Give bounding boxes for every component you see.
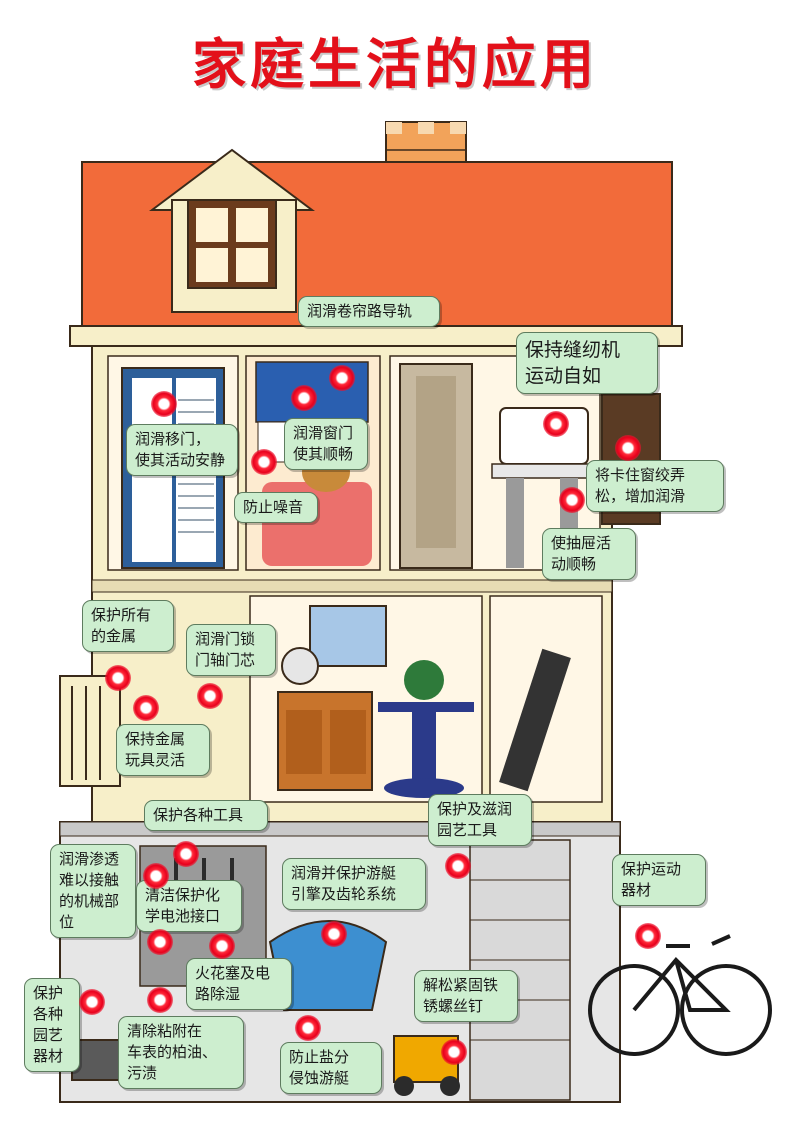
clock <box>281 647 319 685</box>
callout-roller-blind: 润滑卷帘路导轨 <box>298 296 440 327</box>
boat <box>268 920 388 1011</box>
marker-door-lock[interactable] <box>197 683 223 709</box>
marker-roller-blind[interactable] <box>329 365 355 391</box>
callout-spark-plug: 火花塞及电 路除湿 <box>186 958 292 1010</box>
marker-spark-plug[interactable] <box>209 933 235 959</box>
callout-sewing-machine: 保持缝纫机 运动自如 <box>516 332 658 394</box>
bicycle <box>588 934 772 1056</box>
marker-window[interactable] <box>291 385 317 411</box>
marker-garden-tools[interactable] <box>445 853 471 879</box>
marker-sports[interactable] <box>635 923 661 949</box>
callout-door-lock: 润滑门锁 门轴门芯 <box>186 624 276 676</box>
marker-protect-metal[interactable] <box>105 665 131 691</box>
callout-drawer: 使抽屉活 动顺畅 <box>542 528 636 580</box>
callout-sliding-door: 润滑移门， 使其活动安静 <box>126 424 238 476</box>
callout-salt: 防止盐分 侵蚀游艇 <box>280 1042 382 1094</box>
marker-garden-equipment[interactable] <box>79 989 105 1015</box>
callout-stuck-window: 将卡住窗绞弄 松，增加润滑 <box>586 460 724 512</box>
marker-battery[interactable] <box>147 929 173 955</box>
callout-tools: 保护各种工具 <box>144 800 268 831</box>
callout-window: 润滑窗门 使其顺畅 <box>284 418 368 470</box>
callout-rusty-bolts: 解松紧固铁 锈螺丝钉 <box>414 970 518 1022</box>
marker-metal-toys[interactable] <box>133 695 159 721</box>
callout-boat-engine: 润滑并保护游艇 引擎及齿轮系统 <box>282 858 426 910</box>
callout-noise: 防止噪音 <box>234 492 318 523</box>
page-title: 家庭生活的应用 <box>192 33 598 96</box>
callout-metal-toys: 保持金属 玩具灵活 <box>116 724 210 776</box>
golf-bag <box>499 648 571 792</box>
callout-tar: 清除粘附在 车表的柏油、 污渍 <box>118 1016 244 1089</box>
table <box>378 660 474 798</box>
callout-garden-tools-lube: 保护及滋润 园艺工具 <box>428 794 532 846</box>
marker-salt[interactable] <box>295 1015 321 1041</box>
marker-tar[interactable] <box>147 987 173 1013</box>
marker-rusty-bolts[interactable] <box>441 1039 467 1065</box>
marker-boat-engine[interactable] <box>321 921 347 947</box>
callout-garden-equipment: 保护 各种 园艺 器材 <box>24 978 80 1072</box>
cabinet <box>277 691 373 791</box>
wall-picture <box>309 605 387 667</box>
callout-sports: 保护运动 器材 <box>612 854 706 906</box>
callout-hard-parts: 润滑渗透 难以接触 的机械部 位 <box>50 844 136 938</box>
dormer-window <box>149 148 315 313</box>
marker-sewing-machine[interactable] <box>543 411 569 437</box>
marker-tools[interactable] <box>173 841 199 867</box>
marker-stuck-window[interactable] <box>615 435 641 461</box>
marker-drawer[interactable] <box>559 487 585 513</box>
balcony <box>59 675 121 787</box>
marker-noise[interactable] <box>251 449 277 475</box>
marker-hard-parts[interactable] <box>143 863 169 889</box>
marker-sliding-door[interactable] <box>151 391 177 417</box>
callout-protect-metal: 保护所有 的金属 <box>82 600 174 652</box>
